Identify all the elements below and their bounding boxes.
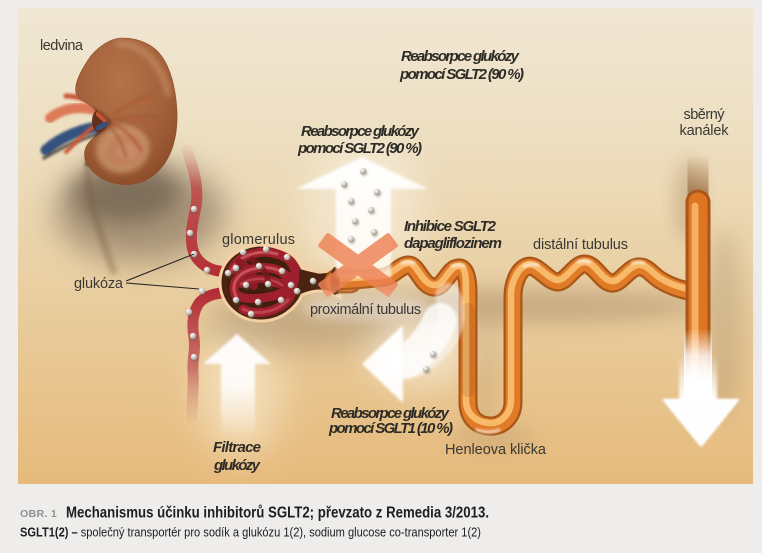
svg-text:Filtrace: Filtrace <box>213 439 261 456</box>
svg-text:pomocí SGLT1 (10 %): pomocí SGLT1 (10 %) <box>328 420 453 437</box>
svg-text:sběrný: sběrný <box>684 107 726 123</box>
svg-text:OBR. 1: OBR. 1 <box>20 508 57 520</box>
svg-text:kanálek: kanálek <box>680 123 730 139</box>
svg-text:Henleova klička: Henleova klička <box>445 442 547 458</box>
svg-text:Reabsorpce glukózy: Reabsorpce glukózy <box>301 123 420 140</box>
svg-text:distální tubulus: distální tubulus <box>533 237 628 253</box>
svg-text:glukózy: glukózy <box>213 457 261 474</box>
svg-text:SGLT1(2) – společný transporté: SGLT1(2) – společný transportér pro sodí… <box>20 526 481 540</box>
svg-text:Inhibice SGLT2: Inhibice SGLT2 <box>404 218 497 235</box>
svg-text:Reabsorpce glukózy: Reabsorpce glukózy <box>331 405 450 422</box>
svg-text:pomocí SGLT2 (90 %): pomocí SGLT2 (90 %) <box>297 140 422 157</box>
svg-text:glukóza: glukóza <box>74 276 124 292</box>
svg-text:Reabsorpce glukózy: Reabsorpce glukózy <box>401 48 520 65</box>
svg-text:proximální tubulus: proximální tubulus <box>310 302 421 318</box>
svg-text:ledvina: ledvina <box>40 38 84 54</box>
svg-text:Mechanismus účinku inhibitorů: Mechanismus účinku inhibitorů SGLT2; pře… <box>66 505 489 522</box>
svg-text:glomerulus: glomerulus <box>222 232 295 248</box>
svg-text:pomocí SGLT2 (90 %): pomocí SGLT2 (90 %) <box>399 66 524 83</box>
svg-text:dapagliflozinem: dapagliflozinem <box>404 235 502 252</box>
